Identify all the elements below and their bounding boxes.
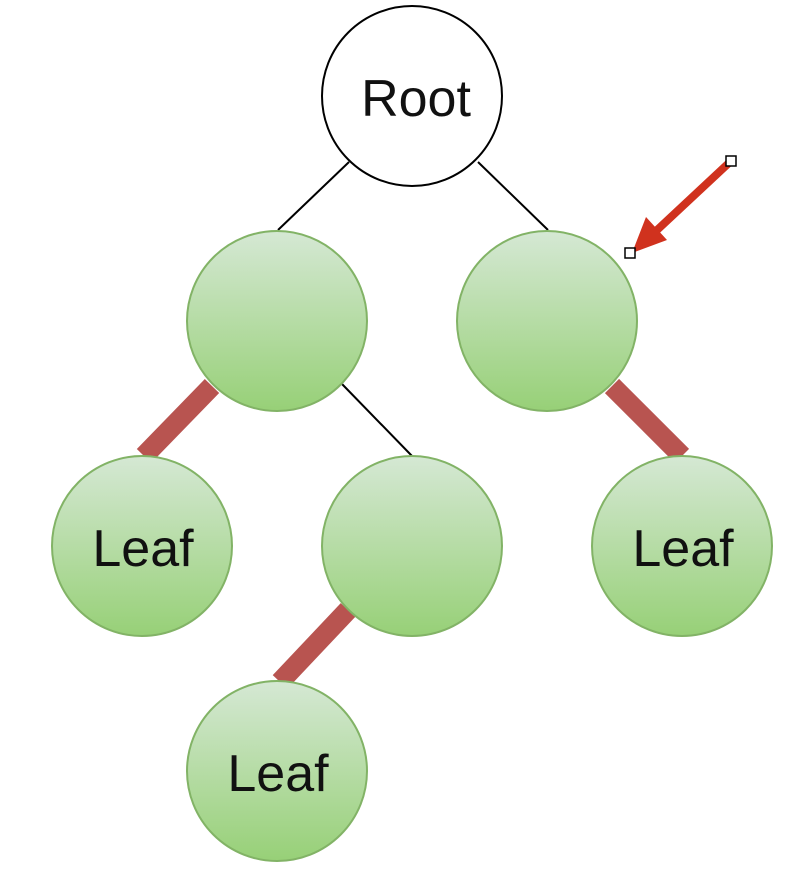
edge-right-to-leaf-highlighted[interactable] bbox=[604, 378, 690, 464]
arrow-shaft[interactable] bbox=[652, 157, 735, 235]
leaf-label: Leaf bbox=[227, 745, 329, 803]
edge-root-right[interactable] bbox=[477, 161, 549, 231]
leaf-node-bottom[interactable]: Leaf bbox=[186, 680, 368, 862]
arrow-end-handle[interactable] bbox=[725, 155, 737, 167]
root-label: Root bbox=[361, 70, 471, 128]
leaf-label: Leaf bbox=[632, 520, 734, 578]
leaf-label: Leaf bbox=[92, 520, 194, 578]
root-node[interactable]: Root bbox=[321, 5, 503, 187]
left-child-node[interactable] bbox=[186, 230, 368, 412]
leaf-node-right[interactable]: Leaf bbox=[591, 455, 773, 637]
right-child-node[interactable] bbox=[456, 230, 638, 412]
leaf-node-left[interactable]: Leaf bbox=[51, 455, 233, 637]
edge-left-to-leaf-highlighted[interactable] bbox=[136, 379, 220, 463]
selected-arrow[interactable] bbox=[624, 155, 737, 259]
edge-left-right-to-leaf-highlighted[interactable] bbox=[272, 603, 356, 689]
edge-left-to-left-right[interactable] bbox=[341, 383, 413, 457]
left-right-child-node[interactable] bbox=[321, 455, 503, 637]
arrow-head-icon bbox=[632, 217, 667, 253]
arrow-start-handle[interactable] bbox=[624, 247, 636, 259]
edge-root-left[interactable] bbox=[277, 161, 350, 231]
